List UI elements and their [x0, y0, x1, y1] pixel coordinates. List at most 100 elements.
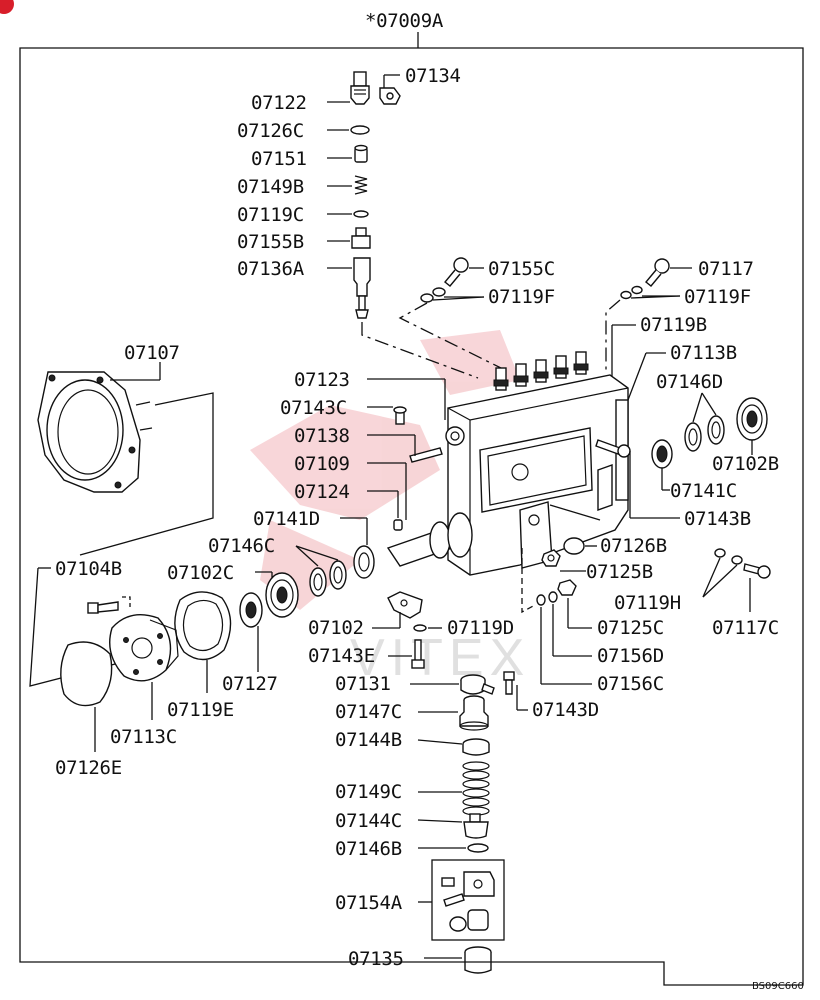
- label-07147C: 07147C: [335, 701, 402, 723]
- label-07154A: 07154A: [335, 892, 403, 914]
- label-07109: 07109: [294, 453, 350, 475]
- label-07117C: 07117C: [712, 617, 779, 639]
- label-07126B: 07126B: [600, 535, 667, 557]
- label-07143D: 07143D: [532, 699, 599, 721]
- label-07119H: 07119H: [614, 592, 681, 614]
- part-07155B-valve: [351, 227, 371, 249]
- label-07119C: 07119C: [237, 204, 304, 226]
- label-07125C: 07125C: [597, 617, 664, 639]
- label-07117: 07117: [698, 258, 754, 280]
- label-07104B: 07104B: [55, 558, 122, 580]
- label-07151: 07151: [251, 148, 307, 170]
- part-07135-plug: [464, 946, 492, 974]
- part-07156-washers: [536, 591, 558, 606]
- part-07119F-washers-b: [620, 285, 643, 300]
- label-07126C: 07126C: [237, 120, 304, 142]
- part-07151: [354, 144, 368, 163]
- part-07149C-spring: [462, 761, 490, 816]
- label-07141C: 07141C: [670, 480, 737, 502]
- label-07131: 07131: [335, 673, 391, 695]
- label-07143C: 07143C: [280, 397, 347, 419]
- part-07122-holder: [350, 71, 370, 105]
- label-07156C: 07156C: [597, 673, 664, 695]
- assembly-label: *07009A: [365, 10, 444, 32]
- label-07155C: 07155C: [488, 258, 555, 280]
- drawing-code: BS09C660: [752, 981, 804, 992]
- label-07122: 07122: [251, 92, 307, 114]
- label-07102B: 07102B: [712, 453, 779, 475]
- label-07149C: 07149C: [335, 781, 402, 803]
- part-07119C-washer: [353, 210, 369, 218]
- part-07136A-element: [353, 257, 371, 319]
- watermark-text: VITEX: [350, 629, 530, 687]
- part-07154A-kit: [431, 859, 505, 941]
- label-07107: 07107: [124, 342, 180, 364]
- label-07146C: 07146C: [208, 535, 275, 557]
- part-07117C-bolt: [743, 563, 771, 579]
- part-07119F-washers-a: [420, 287, 446, 303]
- label-07149B: 07149B: [237, 176, 304, 198]
- part-07107-housing: [37, 371, 153, 493]
- part-07113C-cover: [109, 614, 179, 682]
- label-07143B: 07143B: [684, 508, 751, 530]
- part-07138: [409, 447, 443, 463]
- label-07123: 07123: [294, 369, 350, 391]
- part-07141D-seal: [353, 545, 375, 579]
- label-07125B: 07125B: [586, 561, 653, 583]
- label-07155B: 07155B: [237, 231, 304, 253]
- label-07135: 07135: [348, 948, 404, 970]
- part-07144B-seat: [462, 738, 490, 756]
- part-07119D-washer: [413, 624, 427, 632]
- part-07141C-seal: [651, 439, 673, 469]
- part-07155C-bolt: [444, 257, 469, 287]
- label-07156D: 07156D: [597, 645, 664, 667]
- label-07136A: 07136A: [237, 258, 305, 280]
- part-07149B-spring: [354, 175, 368, 195]
- part-07119H-washers: [714, 548, 743, 565]
- part-07146D-shims: [684, 415, 725, 452]
- label-07146D: 07146D: [656, 371, 723, 393]
- label-07102: 07102: [308, 617, 364, 639]
- label-07144B: 07144B: [335, 729, 402, 751]
- part-07143D-screw: [503, 671, 515, 695]
- label-07146B: 07146B: [335, 838, 402, 860]
- label-07143E: 07143E: [308, 645, 375, 667]
- part-07143E-screw: [411, 639, 425, 669]
- label-07119B: 07119B: [640, 314, 707, 336]
- part-07144C-seat: [463, 813, 489, 839]
- part-07147C-sleeve: [459, 695, 489, 731]
- centerline-element: [361, 322, 479, 379]
- part-07102B-bearing: [736, 397, 768, 441]
- label-07138: 07138: [294, 425, 350, 447]
- label-07113B: 07113B: [670, 342, 737, 364]
- part-07146C-shims: [309, 560, 347, 597]
- part-07119E-gasket: [174, 591, 232, 661]
- part-07125C-nut: [557, 579, 577, 596]
- label-07134: 07134: [405, 65, 461, 87]
- label-07127: 07127: [222, 673, 278, 695]
- part-07125B-nut: [541, 549, 561, 567]
- corner-badge: [0, 0, 14, 14]
- part-07126E-oring: [60, 641, 113, 707]
- part-07131-cap: [460, 674, 495, 695]
- label-07144C: 07144C: [335, 810, 402, 832]
- part-07127-bearing: [239, 592, 263, 628]
- label-07119E: 07119E: [167, 699, 234, 721]
- part-07102-ring: [387, 591, 423, 619]
- label-07119D: 07119D: [447, 617, 514, 639]
- part-07126C-oring: [350, 125, 370, 135]
- part-07102C-bearing: [265, 572, 299, 618]
- label-07141D: 07141D: [253, 508, 320, 530]
- label-07126E: 07126E: [55, 757, 122, 779]
- label-07119F-a: 07119F: [488, 286, 555, 308]
- part-07117-bolt: [645, 258, 670, 287]
- label-07113C: 07113C: [110, 726, 177, 748]
- label-07102C: 07102C: [167, 562, 234, 584]
- part-07134-clip: [379, 87, 401, 105]
- label-07119F-b: 07119F: [684, 286, 751, 308]
- part-07146B-washer: [467, 843, 489, 853]
- pump-body: [386, 351, 629, 576]
- label-07124: 07124: [294, 481, 350, 503]
- part-07104B-bolt: [87, 601, 119, 614]
